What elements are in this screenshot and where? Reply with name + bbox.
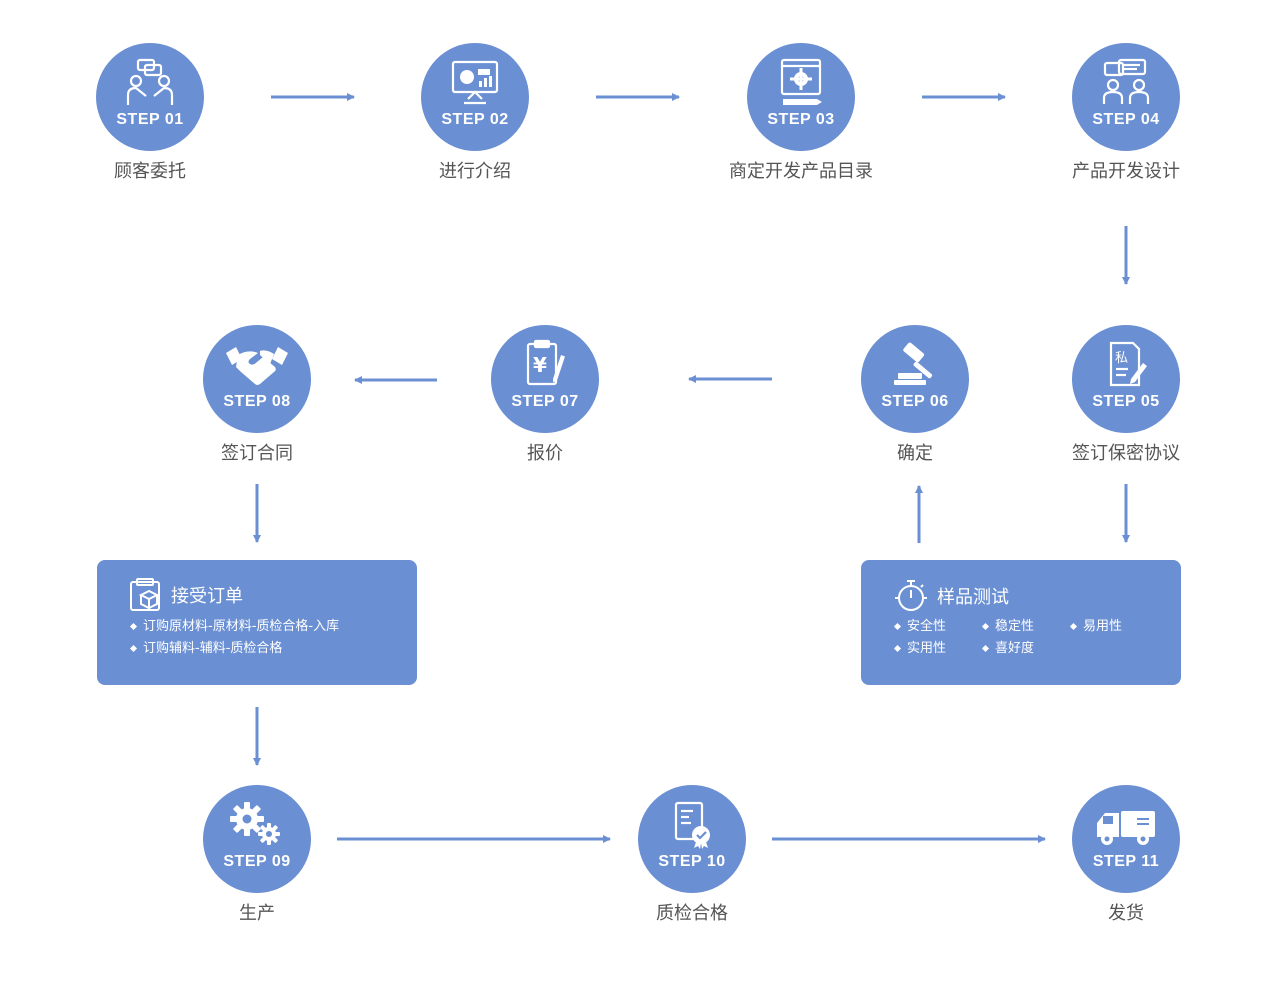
step-09-label: 生产	[239, 903, 275, 924]
step-02-circle: STEP 02	[421, 43, 529, 151]
step-05-label: 签订保密协议	[1072, 443, 1180, 464]
step-01-number: STEP 01	[116, 111, 184, 128]
step-02-label: 进行介绍	[439, 161, 511, 182]
order-box-item: 订购辅料-辅料-质检合格	[129, 638, 339, 660]
step-06-label: 确定	[897, 443, 933, 464]
test-box-item: 喜好度	[981, 638, 1069, 660]
step-04: STEP 04 产品开发设计	[1026, 43, 1226, 183]
order-box-item: 订购原材料-原材料-质检合格-入库	[129, 616, 339, 638]
step-03-number: STEP 03	[767, 111, 835, 128]
test-box-item: 易用性	[1069, 616, 1157, 638]
svg-text:私: 私	[1115, 351, 1128, 366]
step-11-number: STEP 11	[1092, 853, 1160, 870]
test-box: 样品测试 安全性 稳定性 易用性 实用性 喜好度	[861, 560, 1181, 685]
step-05: 私 STEP 05 签订保密协议	[1026, 325, 1226, 465]
test-box-item: 安全性	[893, 616, 981, 638]
order-box-title: 接受订单	[171, 586, 243, 607]
step-11-label: 发货	[1108, 903, 1144, 924]
step-08-label: 签订合同	[221, 443, 293, 464]
meeting-icon	[126, 58, 174, 105]
gears-icon	[230, 802, 280, 845]
step-06-number: STEP 06	[881, 393, 949, 410]
step-04-label: 产品开发设计	[1072, 161, 1180, 182]
step-02: STEP 02 进行介绍	[375, 43, 575, 183]
price-clipboard-icon: ¥	[526, 339, 565, 386]
stopwatch-icon	[895, 580, 927, 611]
step-03-label: 商定开发产品目录	[729, 161, 873, 182]
step-10-number: STEP 10	[658, 853, 726, 870]
svg-text:¥: ¥	[533, 353, 547, 377]
package-icon	[130, 578, 160, 611]
discussion-icon	[1102, 58, 1150, 104]
test-box-item: 稳定性	[981, 616, 1069, 638]
step-07-circle: ¥ STEP 07	[491, 325, 599, 433]
step-06-circle: STEP 06	[861, 325, 969, 433]
step-02-number: STEP 02	[441, 111, 509, 128]
blueprint-icon	[780, 58, 822, 105]
step-09-number: STEP 09	[223, 853, 291, 870]
step-03-circle: STEP 03	[747, 43, 855, 151]
test-box-header: 样品测试	[893, 578, 1009, 614]
step-07-label: 报价	[527, 443, 563, 464]
test-box-list: 安全性 稳定性 易用性 实用性 喜好度	[893, 616, 1173, 660]
test-box-item: 实用性	[893, 638, 981, 660]
step-09-circle: STEP 09	[203, 785, 311, 893]
step-01-circle: STEP 01	[96, 43, 204, 151]
step-04-circle: STEP 04	[1072, 43, 1180, 151]
step-07-number: STEP 07	[511, 393, 579, 410]
order-box-list: 订购原材料-原材料-质检合格-入库 订购辅料-辅料-质检合格	[129, 616, 339, 660]
step-11: STEP 11 发货	[1026, 785, 1226, 925]
private-document-icon: 私	[1109, 341, 1147, 387]
step-08: STEP 08 签订合同	[157, 325, 357, 465]
step-09: STEP 09 生产	[157, 785, 357, 925]
step-11-circle: STEP 11	[1072, 785, 1180, 893]
certificate-icon	[674, 801, 710, 849]
step-05-circle: 私 STEP 05	[1072, 325, 1180, 433]
step-10-label: 质检合格	[656, 903, 728, 924]
step-05-number: STEP 05	[1092, 393, 1160, 410]
step-10-circle: STEP 10	[638, 785, 746, 893]
step-01-label: 顾客委托	[114, 161, 186, 182]
step-01: STEP 01 顾客委托	[50, 43, 250, 183]
truck-icon	[1097, 811, 1155, 845]
order-box: 接受订单 订购原材料-原材料-质检合格-入库 订购辅料-辅料-质检合格	[97, 560, 417, 685]
step-08-number: STEP 08	[223, 393, 291, 410]
step-08-circle: STEP 08	[203, 325, 311, 433]
order-box-header: 接受订单	[129, 578, 243, 612]
step-07: ¥ STEP 07 报价	[445, 325, 645, 465]
step-03: STEP 03 商定开发产品目录	[701, 43, 901, 183]
handshake-icon	[226, 347, 288, 385]
step-06: STEP 06 确定	[815, 325, 1015, 465]
step-10: STEP 10 质检合格	[592, 785, 792, 925]
test-box-title: 样品测试	[937, 587, 1009, 608]
step-04-number: STEP 04	[1092, 111, 1160, 128]
gavel-icon	[894, 342, 933, 385]
presentation-icon	[451, 60, 499, 105]
